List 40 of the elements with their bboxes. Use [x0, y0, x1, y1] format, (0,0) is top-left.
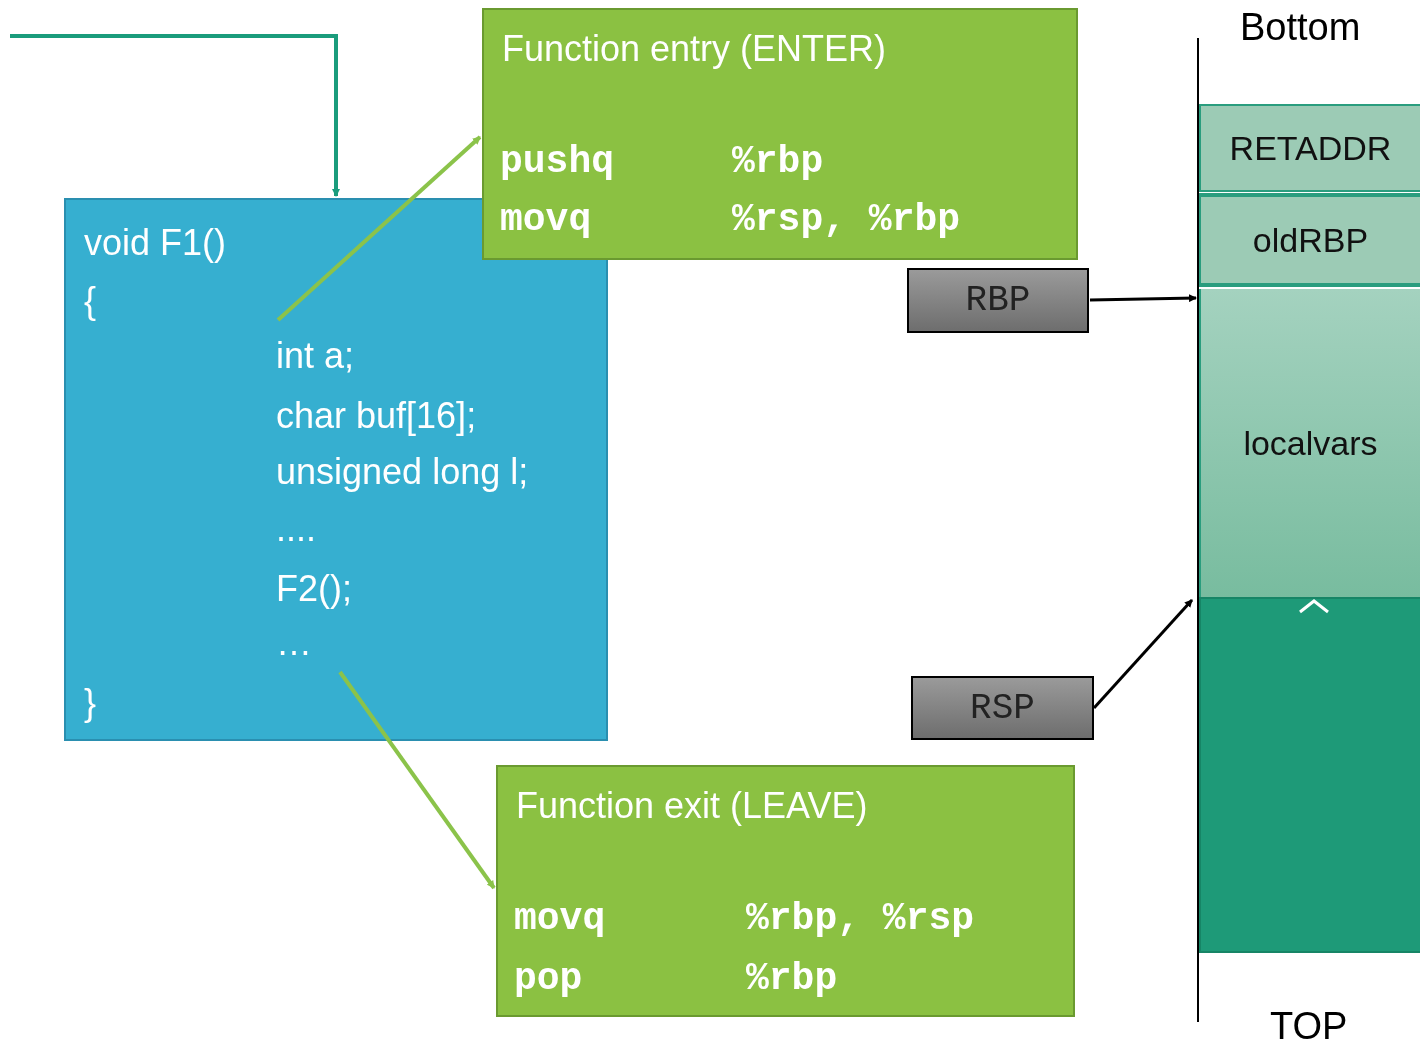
box-title: Function exit (LEAVE) [516, 784, 868, 828]
arrow [1089, 294, 1197, 303]
cell-label: RBP [965, 279, 1031, 323]
instruction: pushq [500, 139, 615, 185]
instruction-box [482, 8, 1078, 260]
code-line: { [84, 279, 97, 323]
code-line: … [276, 621, 312, 665]
cell-label: RETADDR [1229, 127, 1392, 169]
stack-cell [1199, 104, 1420, 192]
code-line: void F1() [84, 221, 227, 265]
code-line: unsigned long l; [276, 450, 529, 494]
cell-label: oldRBP [1252, 219, 1369, 261]
operand: %rbp [732, 139, 824, 185]
instruction-box [496, 765, 1075, 1017]
stack-cell [1199, 597, 1420, 953]
code-line: .... [276, 507, 316, 551]
code-line: char buf[16]; [276, 394, 477, 438]
code-line: int a; [276, 334, 355, 378]
stack-end-label: Bottom [1240, 5, 1361, 50]
instruction: movq [514, 896, 606, 942]
instruction: movq [500, 197, 592, 243]
instruction: pop [514, 956, 583, 1002]
arrow [10, 34, 340, 197]
cell-label: RSP [970, 686, 1035, 731]
operand: %rbp, %rsp [746, 896, 975, 942]
stack-cell [1199, 289, 1420, 597]
code-line: F2(); [276, 567, 352, 611]
arrow [338, 670, 496, 890]
stack-end-label: TOP [1270, 1004, 1348, 1045]
register-box [911, 676, 1094, 740]
operand: %rbp [746, 956, 838, 1002]
operand: %rsp, %rbp [732, 197, 961, 243]
code-box [64, 198, 608, 741]
register-box [907, 268, 1089, 333]
arrow [1092, 599, 1194, 709]
box-title: Function entry (ENTER) [502, 27, 887, 71]
arrow [276, 135, 482, 322]
code-line: } [84, 681, 97, 725]
stack-cell [1199, 193, 1420, 287]
cell-label: localvars [1243, 422, 1378, 464]
